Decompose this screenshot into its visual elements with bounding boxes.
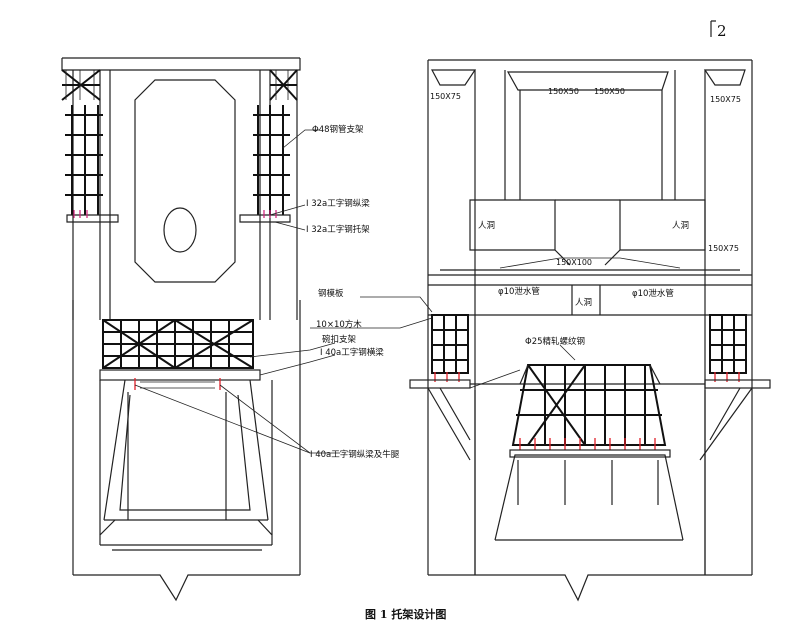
dim-right-middle: 150X75 bbox=[708, 244, 739, 253]
page-number-mark: 2 bbox=[710, 20, 727, 40]
label-rebar: Φ25精轧螺纹钢 bbox=[525, 336, 585, 347]
dim-top-left: 150X75 bbox=[430, 92, 461, 101]
label-timber: 10×10方木 bbox=[316, 319, 362, 330]
label-manhole-left: 人洞 bbox=[478, 220, 495, 231]
page-number: 2 bbox=[717, 22, 727, 40]
label-pipe-support: Φ48钢管支架 bbox=[312, 124, 364, 135]
right-elevation bbox=[427, 59, 753, 602]
label-bowl-support: 碗扣支架 bbox=[322, 334, 357, 345]
dim-top-right-inner: 150X50 bbox=[594, 87, 625, 96]
dim-top-left-inner: 150X50 bbox=[548, 87, 579, 96]
right-center-truss bbox=[509, 364, 671, 505]
label-i32-longitudinal: I 32a工字钢纵梁 bbox=[306, 198, 370, 209]
dim-top-right: 150X75 bbox=[710, 95, 741, 104]
right-side-supports bbox=[409, 314, 771, 389]
dim-middle: 150X100 bbox=[556, 258, 592, 267]
right-labels: 150X75 150X50 150X50 150X75 人洞 人洞 150X10… bbox=[430, 87, 741, 347]
left-top-trusses bbox=[61, 69, 298, 101]
label-manhole-center: 人洞 bbox=[575, 297, 592, 308]
label-drain-left: φ10泄水管 bbox=[498, 286, 540, 297]
figure-caption: 图 1 托架设计图 bbox=[365, 607, 446, 621]
label-steel-formwork: 钢模板 bbox=[318, 288, 344, 299]
label-manhole-right: 人洞 bbox=[672, 220, 689, 231]
label-i32-bracket: I 32a工字钢托架 bbox=[306, 224, 370, 235]
left-bowl-support bbox=[99, 319, 261, 520]
label-drain-right: φ10泄水管 bbox=[632, 288, 674, 299]
leader-lines bbox=[134, 129, 576, 454]
left-pipe-scaffolds bbox=[65, 105, 291, 223]
left-labels: Φ48钢管支架 I 32a工字钢纵梁 I 32a工字钢托架 钢模板 10×10方… bbox=[306, 124, 400, 460]
label-i40-longitudinal: I 40a工字钢纵梁及牛腿 bbox=[310, 449, 400, 460]
label-i40-cross: I 40a工字钢横梁 bbox=[320, 347, 384, 358]
